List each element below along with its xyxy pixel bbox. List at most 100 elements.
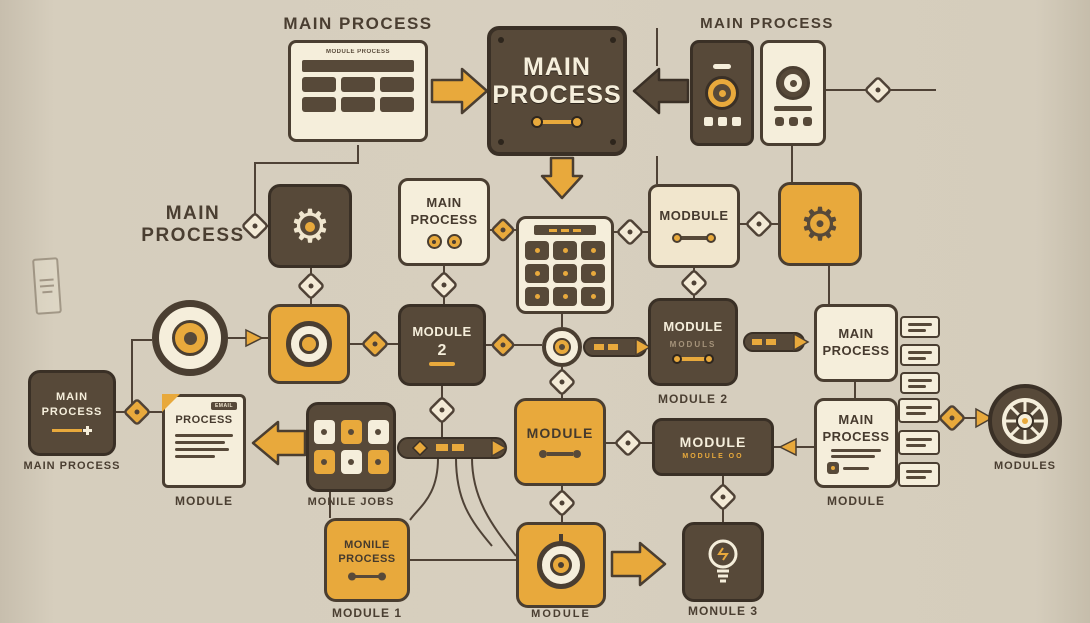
small-arrowheads — [245, 328, 994, 457]
phone-text-bar — [774, 106, 812, 111]
list-stack-bottom — [898, 398, 940, 487]
grid-card-caption: MONILE JOBS — [307, 496, 395, 508]
bullet-row-icon — [827, 462, 869, 475]
list-item-icon — [898, 398, 940, 423]
browser-card-header: MODULE PROCESS — [325, 49, 390, 55]
list-stack-top — [900, 316, 940, 394]
phone-app-row — [703, 117, 741, 126]
bulb-caption: MONULE 3 — [687, 604, 758, 618]
chain-link-icon — [672, 353, 714, 364]
menu-bar-icon — [302, 60, 414, 72]
arrow-right-to-bulb-icon — [610, 541, 667, 587]
gear-icon: ⚙ — [799, 198, 841, 250]
modbule-card: MODBULE — [648, 184, 740, 268]
module2-card: MODULE 2 — [398, 304, 486, 386]
tile-row — [302, 97, 414, 112]
main-process-title: MAIN PROCESS — [492, 53, 622, 109]
page-fold-icon — [162, 394, 180, 412]
spiral-icon — [705, 76, 739, 110]
capsule-connectors — [397, 332, 810, 459]
amber-diamond-junctions — [124, 218, 965, 431]
bar-subtext: MODULE OO — [682, 453, 744, 460]
list-item-icon — [900, 316, 940, 338]
monile-caption: MODULE 1 — [331, 606, 402, 620]
twin-dials-icon — [426, 234, 462, 250]
chain-link-icon — [531, 116, 583, 128]
list-item-icon — [900, 372, 940, 394]
app-grid-card — [306, 402, 396, 492]
keypad-grid-icon — [525, 241, 605, 306]
card-subtitle: MODULS — [669, 339, 717, 349]
plus-line-icon — [52, 425, 92, 435]
arrow-down-from-main-icon — [540, 156, 584, 200]
wheel-caption: MODULES — [994, 460, 1056, 472]
list-item-icon — [898, 462, 940, 487]
keypad-card — [516, 216, 614, 314]
main-process-card-row2: MAIN PROCESS — [398, 178, 490, 266]
dial-icon — [286, 321, 332, 367]
list-item-icon — [898, 430, 940, 455]
keypad-header-icon — [534, 225, 596, 235]
card-title: MONILE PROCESS — [338, 538, 396, 565]
target-card-bottom — [516, 522, 606, 608]
gear-icon: ⚙ — [289, 203, 330, 249]
chain-link-icon — [348, 572, 386, 581]
heading-mid-left: MAIN PROCESS — [141, 203, 245, 246]
card-title: MAIN PROCESS — [822, 326, 890, 358]
far-left-main-process-card: MAIN PROCESS — [28, 370, 116, 456]
card-title: MODULE — [663, 319, 723, 335]
pin-target-icon — [537, 534, 585, 589]
gear-card-dark: ⚙ — [268, 184, 352, 268]
target-circle — [152, 300, 228, 376]
heading-top-left: MAIN PROCESS — [283, 14, 433, 33]
dial-card-amber — [268, 304, 350, 384]
card-title: MAIN PROCESS — [41, 391, 103, 418]
app-tile-row — [313, 420, 389, 444]
document-card: EMAIL PROCESS — [162, 394, 246, 488]
phone-app-row — [774, 117, 812, 126]
browser-window-card: MODULE PROCESS — [288, 40, 428, 142]
card-number: 2 — [437, 342, 447, 360]
list-item-icon — [900, 344, 940, 366]
lightbulb-icon — [708, 539, 738, 583]
main-process-card-row4: MAIN PROCESS — [814, 398, 898, 488]
wheel-icon — [1002, 398, 1048, 444]
card-title: MODULE — [412, 323, 472, 339]
card-title: MAIN PROCESS — [410, 194, 478, 227]
gear-card-amber: ⚙ — [778, 182, 862, 266]
phone-card-light — [760, 40, 826, 146]
chain-link-icon — [539, 449, 581, 458]
app-tile-row — [313, 450, 389, 474]
wheel-circle — [988, 384, 1062, 458]
card-title: MAIN PROCESS — [822, 411, 890, 444]
card-title: MODBULE — [659, 208, 729, 224]
document-title: PROCESS — [175, 414, 233, 426]
heading-top-right: MAIN PROCESS — [700, 15, 834, 32]
card-title: MODULE — [526, 424, 594, 441]
document-caption: MODULE — [175, 494, 233, 508]
accent-bar-icon — [429, 362, 455, 367]
document-lines-icon — [175, 434, 233, 459]
main-card-row4-caption: MODULE — [827, 494, 885, 508]
module-moduls-card: MODULE MODULS — [648, 298, 738, 386]
bulb-card — [682, 522, 764, 602]
tile-row — [302, 77, 414, 92]
arrow-left-into-main-icon — [632, 67, 690, 115]
diamond-junctions — [242, 77, 891, 516]
phone-card-dark — [690, 40, 754, 146]
module-card-amber: MODULE — [514, 398, 606, 486]
bar-title: MODULE — [679, 434, 747, 450]
junction-circle — [542, 327, 582, 367]
monile-process-card: MONILE PROCESS — [324, 518, 410, 602]
module-moduls-caption: MODULE 2 — [657, 392, 728, 406]
far-left-caption: MAIN PROCESS — [23, 460, 121, 472]
spiral-icon — [776, 66, 810, 100]
text-lines-icon — [831, 449, 881, 459]
chain-link-icon — [672, 232, 716, 243]
arrow-left-to-document-icon — [251, 420, 307, 466]
target-caption: MODULE — [531, 608, 591, 620]
module-bar: MODULE MODULE OO — [652, 418, 774, 476]
faint-page-icon — [32, 257, 62, 315]
